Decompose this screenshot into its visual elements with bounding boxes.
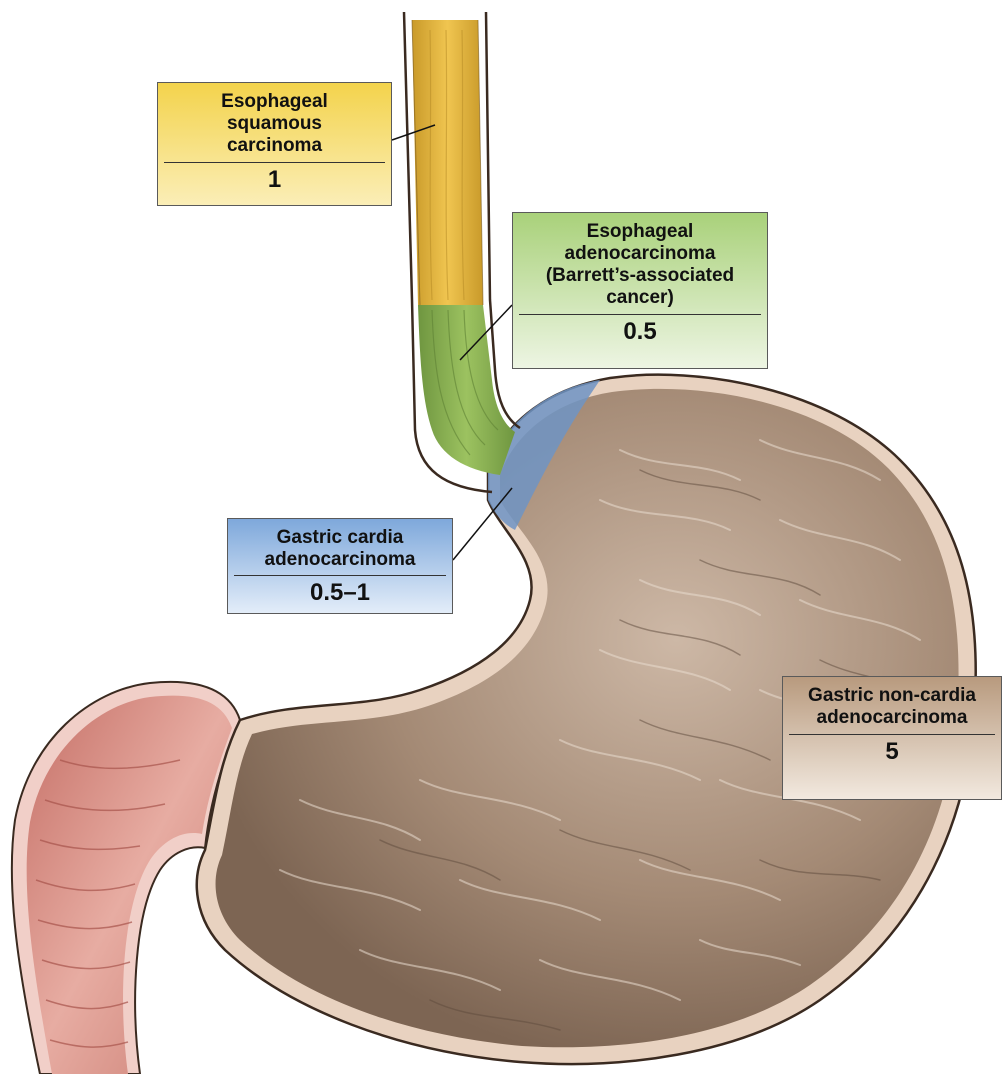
label-name: Gastric cardia adenocarcinoma xyxy=(228,519,452,575)
label-esophageal-adenocarcinoma: Esophageal adenocarcinoma (Barrett’s-ass… xyxy=(512,212,768,369)
label-value: 0.5 xyxy=(513,315,767,349)
label-value: 1 xyxy=(158,163,391,197)
esophagus xyxy=(404,10,520,492)
label-value: 0.5–1 xyxy=(228,576,452,610)
label-value: 5 xyxy=(783,735,1001,769)
label-name: Esophageal adenocarcinoma (Barrett’s-ass… xyxy=(513,213,767,314)
label-name: Gastric non-cardia adenocarcinoma xyxy=(783,677,1001,734)
label-gastric-cardia-adenocarcinoma: Gastric cardia adenocarcinoma 0.5–1 xyxy=(227,518,453,614)
label-gastric-non-cardia-adenocarcinoma: Gastric non-cardia adenocarcinoma 5 xyxy=(782,676,1002,800)
label-name: Esophageal squamous carcinoma xyxy=(158,83,391,162)
label-esophageal-squamous-carcinoma: Esophageal squamous carcinoma 1 xyxy=(157,82,392,206)
